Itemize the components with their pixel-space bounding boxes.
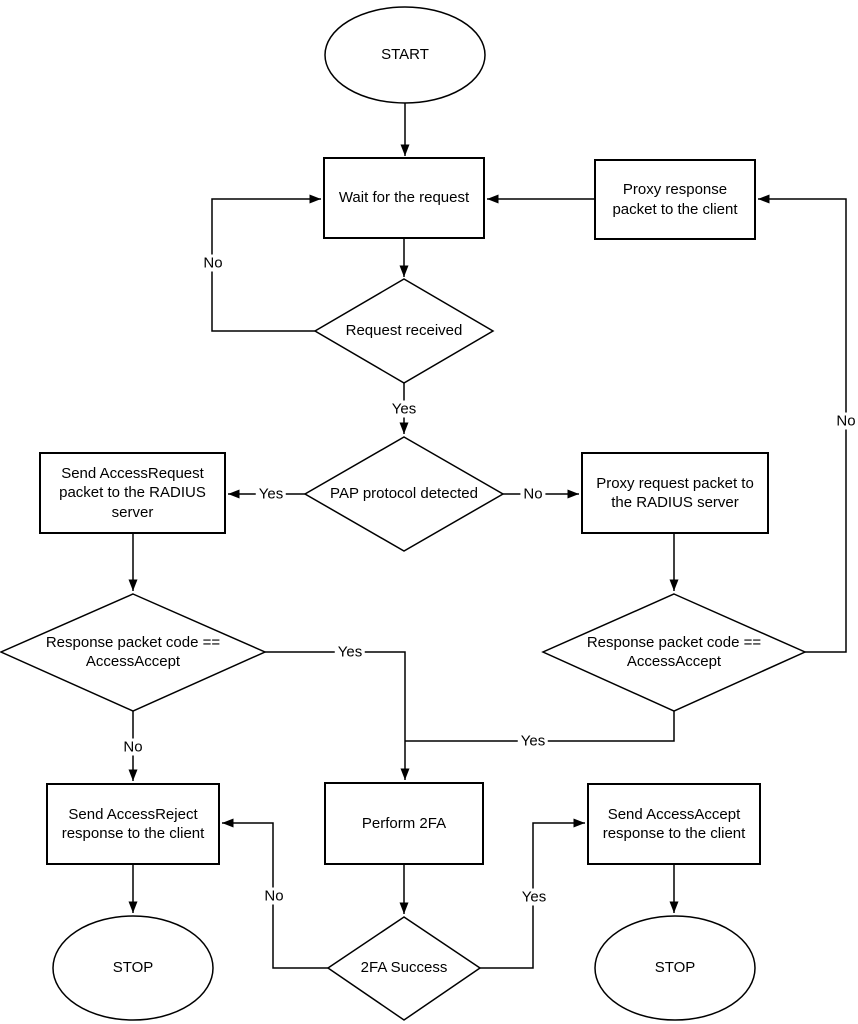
proxy-request-process-shape [581, 452, 769, 534]
send-access-accept-process-shape [587, 783, 761, 865]
edge-response-left-yes-to-2fa [265, 651, 410, 780]
edge-tfa-yes-to-accept [480, 818, 585, 969]
pap-detected-decision-shape [303, 436, 505, 552]
start-terminator-shape [324, 6, 486, 104]
tfa-success-decision-shape [326, 916, 482, 1021]
wait-request-process-shape [323, 157, 485, 239]
proxy-response-process-shape [594, 159, 756, 240]
response-code-left-decision-shape [0, 593, 267, 712]
edge-response-right-yes-join [405, 711, 675, 742]
send-access-reject-process-shape [46, 783, 220, 865]
edge-request-received-no-loop [211, 194, 321, 332]
stop-left-terminator-shape [52, 915, 214, 1021]
response-code-right-decision-shape [541, 593, 807, 712]
send-access-request-process-shape [39, 452, 226, 534]
edge-response-right-no-to-proxy-response [758, 194, 847, 653]
stop-right-terminator-shape [594, 915, 756, 1021]
request-received-decision-shape [313, 278, 495, 384]
edge-tfa-no-to-reject [222, 818, 328, 969]
perform-2fa-process-shape [324, 782, 484, 865]
